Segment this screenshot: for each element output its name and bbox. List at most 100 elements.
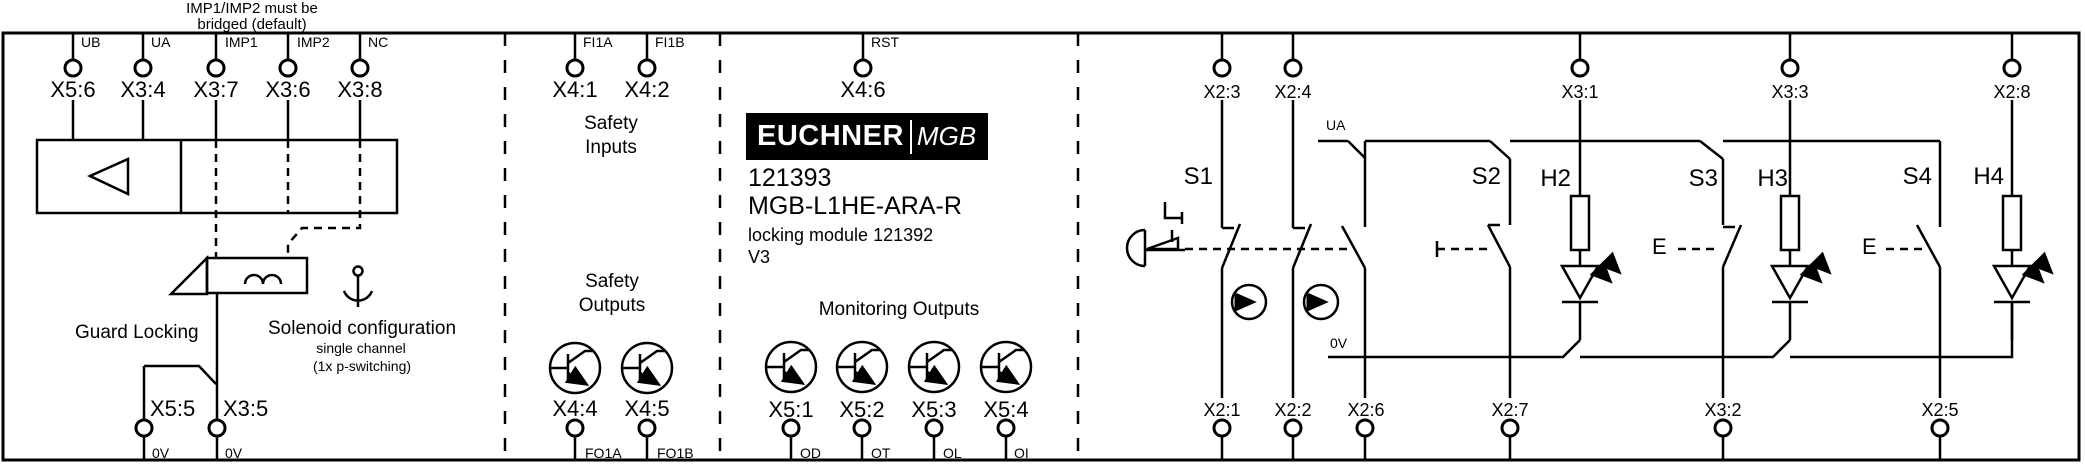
e-actuator-label-s4: E [1862,234,1877,259]
solenoid-wires [142,293,219,420]
note-line-1: IMP1/IMP2 must be [186,0,318,17]
solenoid-config-line2: single channel [316,340,406,356]
port-X3-2 [1713,418,1733,438]
port-label-x2-8: X2:8 [1993,82,2031,102]
solenoid-config-title: Solenoid configuration [267,318,457,339]
euchner-mgb-logo: EUCHNER MGB [746,113,988,160]
lamp-H4-icon [1994,196,2051,340]
top-port-wires [71,100,2014,228]
e-actuator-label-s3: E [1652,234,1667,259]
transistor-FO1A-icon [550,343,600,393]
safety-inputs-title-line1: Safety [584,113,638,134]
port-label-x4-4: X4:4 [552,396,598,421]
signal-label-rst: RST [871,34,899,50]
port-label-x2-5: X2:5 [1921,400,1959,420]
transistor-OL-icon [909,342,959,392]
product-order-number: 121393 [748,164,832,192]
signal-label-imp1: IMP1 [225,34,258,50]
transistor-OT-icon [837,342,887,392]
port-X5-3 [924,418,944,438]
port-X3-5 [207,418,227,438]
port-label-x4-1: X4:1 [552,77,598,102]
port-label-x4-6: X4:6 [840,77,886,102]
signal-label-fi1b: FI1B [655,34,685,50]
port-X2-7 [1500,418,1520,438]
monitoring-output-transistors [766,342,1031,392]
port-X4-2 [637,58,657,78]
port-X3-1 [1570,58,1590,78]
port-X2-4 [1283,58,1303,78]
port-X5-4 [996,418,1016,438]
port-X2-6 [1355,418,1375,438]
top-terminal-stubs [71,33,2014,61]
port-X2-3 [1212,58,1232,78]
port-X3-3 [1780,58,1800,78]
logo-separator [909,119,912,154]
imp-dashed-links [214,140,362,258]
port-X4-1 [565,58,585,78]
port-label-x4-2: X4:2 [624,77,670,102]
lamp-H3-icon [1772,196,1829,340]
frame-border [1,31,2081,462]
brand-name: EUCHNER [757,120,904,152]
port-label-x3-8: X3:8 [337,77,383,102]
signal-label-fo1b: FO1B [657,445,694,461]
direction-indicator-icons [1230,283,1340,321]
lamp-H2-icon [1562,196,1619,340]
top-terminal-ports [63,58,2022,78]
signal-label-ot: OT [871,445,891,461]
note-line-2: bridged (default) [197,16,307,33]
signal-label-fo1a: FO1A [585,445,622,461]
port-X4-4 [565,418,585,438]
port-X2-2 [1283,418,1303,438]
port-X4-5 [637,418,657,438]
switch-label-s2: S2 [1471,163,1501,190]
port-label-x3-2: X3:2 [1704,400,1742,420]
product-version: V3 [748,247,771,267]
lamp-label-h2: H2 [1540,165,1571,192]
signal-label-0v-x3-5: 0V [225,445,243,461]
port-label-x5-1: X5:1 [768,397,814,422]
guard-locking-title: Guard Locking [75,322,199,343]
port-X3-4 [133,58,153,78]
safety-inputs-title-line2: Inputs [585,137,637,158]
signal-label-ol: OL [943,445,962,461]
switch-label-s3: S3 [1688,165,1718,192]
port-X3-7 [206,58,226,78]
safety-output-transistors [550,343,672,393]
zero-v-rail [1328,302,2014,359]
guard-locking-arrow-icon [87,157,130,196]
signal-label-fi1a: FI1A [583,34,613,50]
port-X2-5 [1930,418,1950,438]
port-label-x3-5: X3:5 [223,396,269,421]
zero-v-rail-label: 0V [1330,335,1348,351]
port-X4-6 [853,58,873,78]
ua-rail-label: UA [1326,117,1346,133]
switch-label-s1: S1 [1183,163,1213,190]
signal-label-0v-x5-5: 0V [152,445,170,461]
port-label-x2-2: X2:2 [1274,400,1312,420]
signal-label-nc: NC [368,34,389,50]
lamp-label-h4: H4 [1973,163,2004,190]
signal-label-ub: UB [81,34,101,50]
port-X5-2 [852,418,872,438]
guard-locking-block [35,138,399,258]
signal-label-ua: UA [151,34,171,50]
port-label-x3-4: X3:4 [120,77,166,102]
anchor-icon [342,265,374,307]
series-name: MGB [916,121,977,151]
solenoid-symbol [167,254,309,296]
port-label-x2-6: X2:6 [1347,400,1385,420]
signal-label-oi: OI [1014,445,1029,461]
port-label-x3-1: X3:1 [1561,82,1599,102]
coil-icon [243,273,283,285]
product-type-code: MGB-L1HE-ARA-R [748,192,962,220]
lamp-label-h3: H3 [1757,165,1788,192]
port-X5-6 [63,58,83,78]
monitoring-outputs-title: Monitoring Outputs [818,299,980,320]
bottom-branch-wires [1220,267,1942,398]
solenoid-config-line3: (1x p-switching) [312,358,412,374]
transistor-FO1B-icon [622,343,672,393]
